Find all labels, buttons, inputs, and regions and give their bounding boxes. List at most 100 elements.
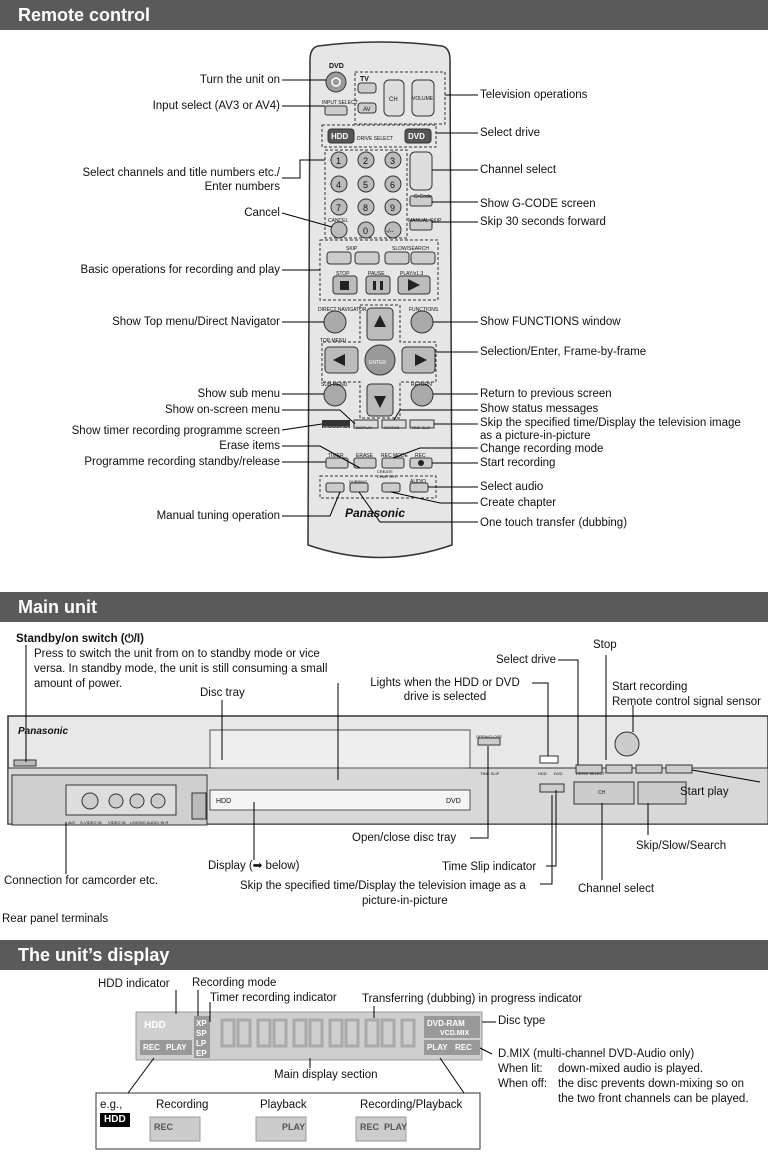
time-slip-unit-button: [539, 783, 565, 793]
panel-audio: L/MONO AUDIO IN R: [130, 820, 169, 825]
label-selection-enter: Selection/Enter, Frame-by-frame: [480, 346, 647, 358]
digit-7: 7: [336, 203, 342, 213]
disp-hdd: HDD: [144, 1020, 166, 1031]
label-disc-type: Disc type: [498, 1015, 546, 1027]
slow-search-label: SLOW/SEARCH: [392, 246, 429, 252]
functions-label: FUNCTIONS: [409, 307, 439, 313]
label-dmix: D.MIX (multi-channel DVD-Audio only): [498, 1048, 695, 1060]
create-chapter-button: [381, 482, 401, 493]
prog-check-label: PROG/CHECK: [323, 425, 350, 430]
skip-forward-button: [354, 251, 380, 265]
example-rec: REC: [154, 1122, 174, 1132]
digit-0: 0: [363, 226, 369, 236]
label-remote-sensor: Remote control signal sensor: [612, 696, 761, 708]
label-main-stop: Stop: [593, 639, 617, 651]
gcode-button: [409, 195, 433, 207]
example-rec2: REC: [360, 1122, 380, 1132]
label-when-off-desc-2: the two front channels can be played.: [558, 1093, 749, 1105]
display-label: DISPLAY: [356, 425, 373, 430]
label-time-slip-indicator: Time Slip indicator: [442, 861, 537, 873]
rec-label: REC: [415, 453, 426, 459]
example-eg: e.g.,: [100, 1099, 123, 1111]
direct-navigator-label: DIRECT NAVIGATOR: [318, 307, 367, 313]
open-close-button: [477, 737, 501, 746]
label-open-close: Open/close disc tray: [352, 832, 457, 844]
play-rec-block: [424, 1040, 480, 1055]
disp-vcd-mix: VCD.MIX: [440, 1030, 470, 1037]
digit-2: 2: [363, 156, 369, 166]
label-change-rec-mode: Change recording mode: [480, 443, 604, 455]
label-basic-ops: Basic operations for recording and play: [80, 264, 280, 276]
rec-round-button: [614, 731, 640, 757]
tv-ch-rocker: [383, 79, 405, 117]
pause-label: PAUSE: [368, 271, 385, 277]
number-buttons: [330, 151, 402, 239]
manual-skip-label: MANUAL SKIP: [408, 218, 442, 224]
label-when-off: When off:: [498, 1078, 548, 1090]
label-select-channels: Select channels and title numbers etc./: [82, 167, 280, 179]
example-play2: PLAY: [384, 1122, 408, 1132]
manual-skip-button: [409, 219, 433, 231]
remote-right-leaders: [358, 94, 478, 523]
sub-menu-button: [323, 383, 347, 407]
label-timer-indicator: Timer recording indicator: [210, 992, 337, 1004]
nav-outline: [321, 304, 437, 419]
digit-8: 8: [363, 203, 369, 213]
timer-label: TIMER: [328, 453, 344, 459]
enter-button: [364, 344, 396, 376]
example-play: PLAY: [282, 1122, 306, 1132]
dvd-button-label: DVD: [408, 132, 425, 141]
label-tv-ops: Television operations: [480, 89, 588, 101]
channel-unit-buttons: [573, 781, 635, 805]
drive-group-outline: [321, 124, 437, 148]
search-forward-button: [410, 251, 436, 265]
display-leaders: [127, 990, 496, 1094]
erase-label: ERASE: [356, 453, 373, 459]
display-window: [209, 789, 471, 811]
panel-hdd: HDD: [216, 798, 232, 805]
dash-label: -/--: [386, 229, 394, 235]
label-timer-programme: Show timer recording programme screen: [71, 425, 280, 437]
label-skip-specified-main-2: picture-in-picture: [362, 895, 448, 907]
disp-rec2: REC: [455, 1043, 472, 1052]
hdd-button-label: HDD: [331, 132, 349, 141]
audio-l-jack: [129, 793, 145, 809]
label-gcode-screen: Show G-CODE screen: [480, 198, 596, 210]
label-top-menu: Show Top menu/Direct Navigator: [112, 316, 280, 328]
disp-mode-sp: SP: [196, 1029, 207, 1038]
volume-label: VOLUME: [412, 96, 434, 102]
label-one-touch-transfer: One touch transfer (dubbing): [480, 517, 628, 529]
label-enter-numbers: Enter numbers: [204, 181, 280, 193]
digit-5: 5: [363, 180, 369, 190]
drive-indicator: [539, 755, 559, 764]
input-select-label: INPUT SELECT: [322, 100, 358, 106]
audio-label: AUDIO: [410, 479, 426, 485]
label-input-select: Input select (AV3 or AV4): [152, 100, 280, 112]
label-when-lit-desc: down-mixed audio is played.: [558, 1063, 704, 1075]
example-recording-playback: Recording/Playback: [360, 1099, 463, 1111]
label-main-display: Main display section: [274, 1069, 378, 1081]
time-slip-label: TIME SLIP: [411, 425, 431, 430]
section-header-remote: Remote control: [0, 0, 768, 30]
label-main-channel-select: Channel select: [578, 883, 655, 895]
enter-label: ENTER: [369, 360, 386, 366]
status-label: STATUS: [384, 425, 400, 430]
tv-label: TV: [360, 76, 369, 83]
label-recording-mode: Recording mode: [192, 977, 277, 989]
label-disc-tray: Disc tray: [200, 687, 245, 699]
skip-label: SKIP: [346, 246, 358, 252]
svideo-jack: [81, 792, 99, 810]
label-erase-items: Erase items: [219, 440, 280, 452]
label-display-below: Display (➡ below): [208, 860, 300, 872]
main-brand-logo: Panasonic: [18, 726, 69, 737]
panel-open-close: OPEN/CLOSE: [476, 734, 503, 739]
label-channel-select: Channel select: [480, 164, 557, 176]
dvd-drive-button: [404, 128, 432, 144]
video-jack: [108, 793, 124, 809]
label-skip-specified-main-1: Skip the specified time/Display the tele…: [240, 880, 526, 892]
section-header-display: The unit’s display: [0, 940, 768, 970]
label-functions-window: Show FUNCTIONS window: [480, 316, 621, 328]
label-skip-specified: Skip the specified time/Display the tele…: [480, 417, 741, 429]
label-create-chapter: Create chapter: [480, 497, 557, 509]
